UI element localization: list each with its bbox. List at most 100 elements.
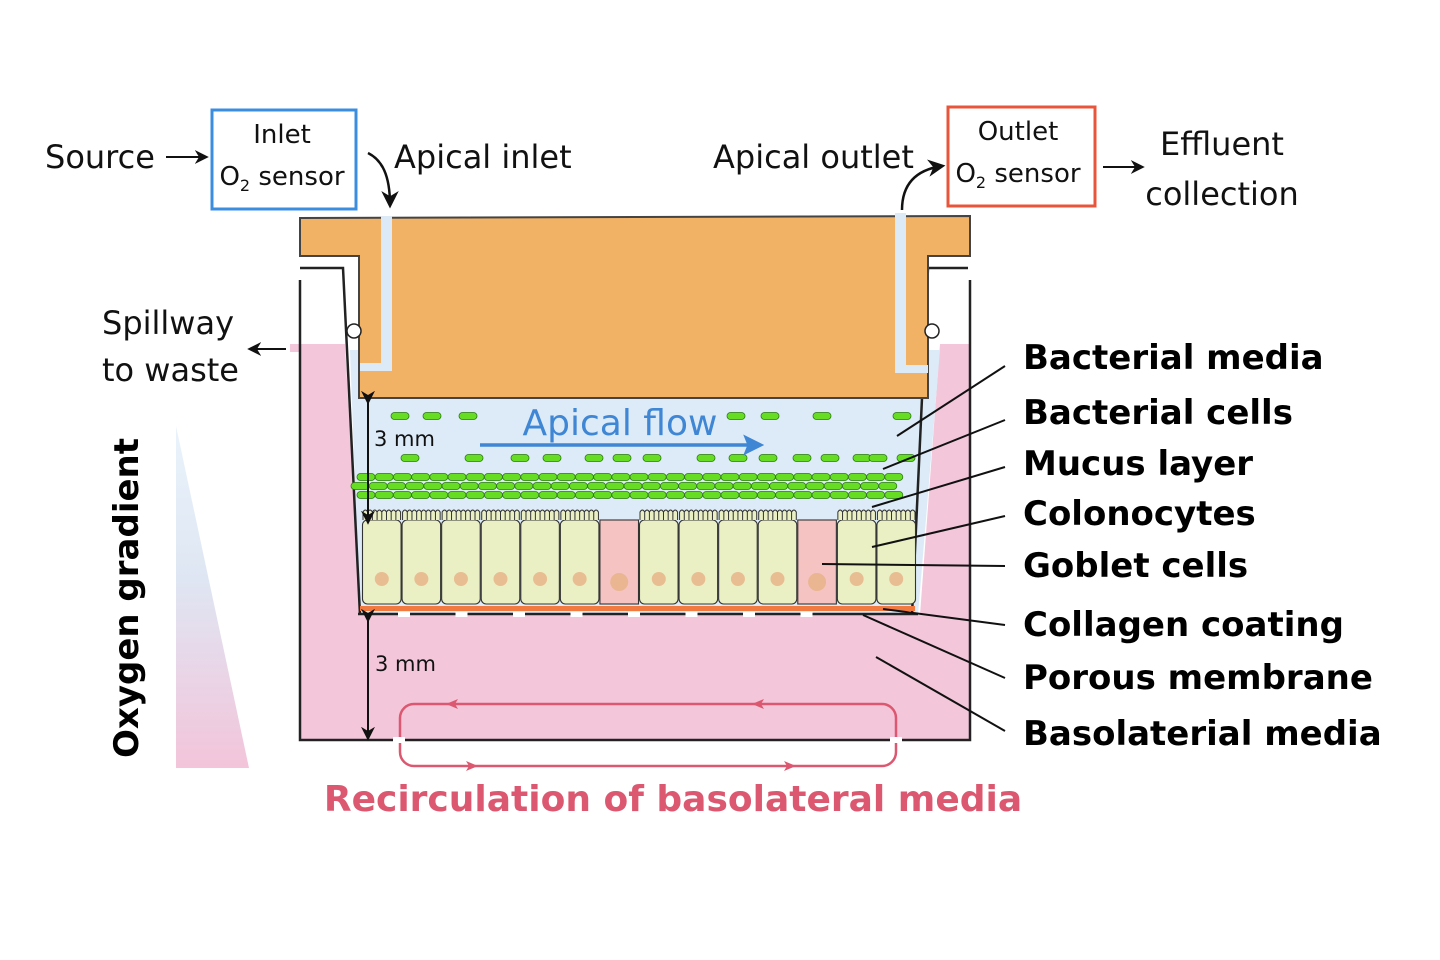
apical-outlet-label: Apical outlet <box>713 138 914 176</box>
colonocyte-cell <box>876 519 917 605</box>
microvilli <box>718 509 758 520</box>
bacterium <box>575 491 594 499</box>
cell-nucleus <box>849 572 864 586</box>
bacterium <box>458 412 478 420</box>
bacterium <box>477 482 497 490</box>
flow-plug <box>299 213 971 399</box>
cell-nucleus <box>651 572 666 586</box>
bacterium <box>775 473 794 481</box>
recirc-arrowhead <box>752 699 764 709</box>
bacterium <box>751 482 770 490</box>
bacterium <box>542 454 562 462</box>
cell-nucleus <box>533 572 548 586</box>
bacterium <box>514 482 534 490</box>
bacterium <box>792 454 812 462</box>
bacterium <box>728 454 748 462</box>
bacterium <box>757 491 776 499</box>
leader-goblet-cells <box>821 563 1006 567</box>
bacterium <box>884 491 904 499</box>
basolateral-dimension: 3 mm <box>361 608 436 741</box>
bacterium <box>860 482 879 490</box>
bacteria-layer <box>350 412 916 499</box>
colonocyte-cell <box>401 519 442 605</box>
inlet-seal <box>346 323 362 339</box>
bacterium <box>459 482 479 490</box>
bacterium <box>392 473 412 481</box>
cell-nucleus <box>374 572 389 586</box>
bacterium <box>726 412 746 420</box>
microvilli <box>837 509 876 520</box>
membrane-pores <box>398 612 813 617</box>
bacterium <box>738 491 758 499</box>
goblet-cell <box>599 519 640 605</box>
apical-outlet-arrow <box>900 159 946 211</box>
membrane-pore <box>398 612 410 617</box>
bacterium <box>666 491 685 499</box>
label-colonocytes: Colonocytes <box>1023 494 1256 534</box>
apical-dimension: 3 mm <box>361 390 435 525</box>
bacterium <box>714 482 734 490</box>
colonocyte-cell <box>520 519 560 605</box>
bacterium <box>502 473 522 481</box>
bacterium <box>368 482 388 490</box>
label-basolateral-media: Basolaterial media <box>1023 714 1382 754</box>
colonocyte-cell <box>757 519 798 605</box>
colonocyte-cell <box>559 519 600 605</box>
effluent-line2: collection <box>1145 175 1299 213</box>
colonocyte-cell <box>361 519 402 605</box>
spillway-line2: to waste <box>102 351 239 389</box>
membrane-pore <box>513 612 525 617</box>
bacterium <box>422 412 442 420</box>
bacterium <box>896 454 916 462</box>
leader-mucus-layer <box>871 466 1006 508</box>
microvilli <box>876 509 916 520</box>
bacterium <box>447 491 467 499</box>
colonocyte-cell <box>678 519 719 605</box>
inlet-sensor-line1: Inlet <box>253 120 311 150</box>
bacterium <box>684 473 703 481</box>
apical-inlet-arrow <box>367 151 399 209</box>
recirculation-label: Recirculation of basolateral media <box>324 779 1022 820</box>
cell-nucleus <box>808 573 827 591</box>
bacterium <box>787 482 807 490</box>
bacterium <box>660 482 679 490</box>
outlet-seal <box>924 323 940 339</box>
oxygen-gradient-label: Oxygen gradient <box>107 438 147 758</box>
inlet-channel <box>360 216 392 371</box>
microvilli <box>639 509 679 520</box>
bacterium <box>793 473 813 481</box>
bacterium <box>848 491 867 499</box>
bacterium <box>612 454 632 462</box>
label-mucus-layer: Mucus layer <box>1023 444 1253 484</box>
bacterium <box>356 473 376 481</box>
membrane-pore <box>570 612 583 617</box>
outlet-sensor-line1: Outlet <box>978 117 1059 147</box>
bacterium <box>812 412 832 420</box>
cell-nucleus <box>610 573 629 591</box>
bacterium <box>878 482 898 490</box>
bacterium <box>400 454 420 462</box>
membrane-pore <box>800 612 813 617</box>
bacterium <box>696 454 716 462</box>
bacterium <box>611 473 631 481</box>
bacterium <box>678 482 697 490</box>
goblet-cell <box>797 519 837 605</box>
bacterium <box>866 473 885 481</box>
bacterium <box>805 482 825 490</box>
bacterium <box>465 491 485 499</box>
bacterium <box>702 473 722 481</box>
cell-nucleus <box>691 572 706 586</box>
bacterium <box>829 473 849 481</box>
layer-labels: Bacterial media Bacterial cells Mucus la… <box>1023 338 1382 754</box>
bacterium <box>374 473 394 481</box>
cell-nucleus <box>414 572 429 586</box>
basolateral-dimension-label: 3 mm <box>375 652 436 676</box>
bacterium <box>556 491 576 499</box>
bacterium <box>820 454 840 462</box>
outlet-channel <box>895 213 928 373</box>
bacterium <box>793 491 813 499</box>
bacterium <box>758 454 778 462</box>
label-collagen-coating: Collagen coating <box>1023 605 1344 645</box>
bacterium <box>502 491 522 499</box>
basolateral-media <box>290 344 970 740</box>
